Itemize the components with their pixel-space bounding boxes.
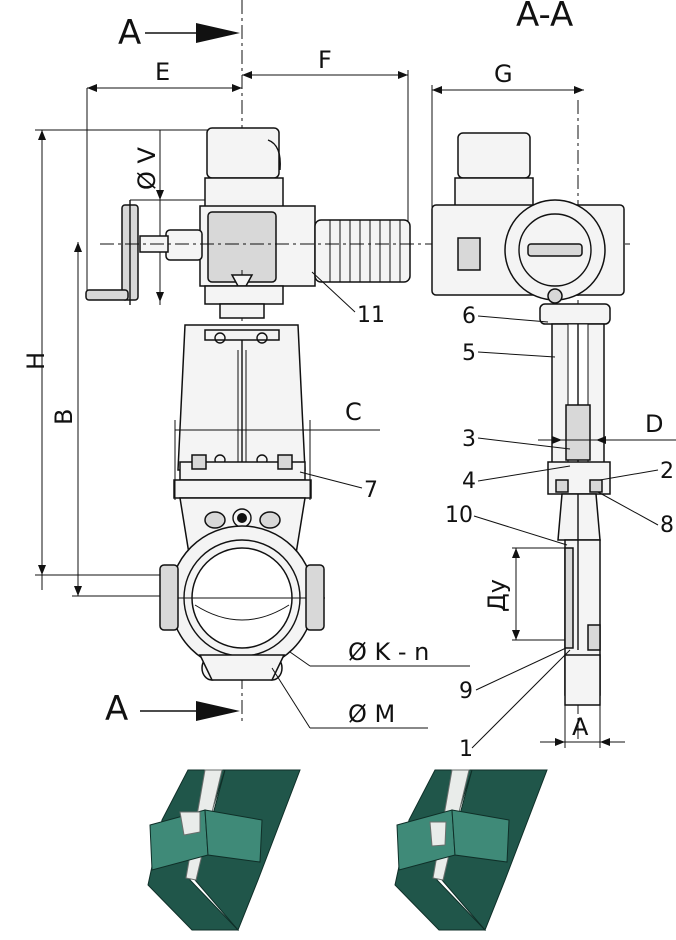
svg-text:3: 3 — [462, 427, 476, 452]
svg-text:Ø M: Ø M — [348, 700, 395, 728]
svg-text:A: A — [118, 13, 141, 53]
dim-M: Ø M — [271, 667, 428, 729]
side-yoke — [539, 303, 611, 495]
svg-text:B: B — [50, 409, 78, 425]
dim-F: F — [242, 46, 409, 225]
svg-text:A: A — [105, 689, 128, 729]
dim-K: Ø K - n — [289, 638, 470, 667]
section-mark-top: A — [118, 13, 240, 53]
dim-C: C — [345, 398, 362, 426]
svg-text:Ø V: Ø V — [133, 146, 161, 190]
svg-text:H: H — [22, 352, 50, 370]
svg-text:8: 8 — [660, 513, 674, 538]
callout-4: 4 — [462, 465, 571, 494]
callout-3: 3 — [462, 427, 571, 452]
dim-V: Ø V — [130, 130, 210, 305]
seat-cutaway-render-right — [394, 769, 548, 931]
dim-E: E — [86, 58, 242, 300]
callout-5: 5 — [462, 341, 556, 366]
callout-2: 2 — [599, 459, 674, 484]
svg-text:Ø K - n: Ø K - n — [348, 638, 429, 666]
front-yoke: C — [173, 324, 380, 500]
svg-text:1: 1 — [459, 737, 473, 762]
callout-9: 9 — [459, 647, 567, 704]
callout-8: 8 — [597, 491, 674, 538]
svg-text:9: 9 — [459, 679, 473, 704]
callout-10: 10 — [445, 503, 568, 546]
section-mark-bottom: A — [105, 689, 240, 729]
side-actuator — [431, 132, 625, 304]
svg-text:4: 4 — [462, 469, 476, 494]
svg-text:E: E — [155, 58, 170, 86]
callout-1: 1 — [459, 649, 571, 762]
front-actuator — [85, 127, 630, 319]
svg-text:A: A — [572, 713, 589, 741]
front-valve-body — [159, 497, 325, 681]
dim-D: D — [538, 410, 676, 444]
svg-text:10: 10 — [445, 503, 473, 528]
dim-G: G — [431, 60, 584, 215]
svg-text:6: 6 — [462, 304, 476, 329]
callout-11: 11 — [311, 271, 385, 328]
svg-text:11: 11 — [357, 303, 385, 328]
callout-7: 7 — [299, 471, 378, 503]
svg-text:F: F — [318, 46, 332, 74]
svg-text:7: 7 — [364, 478, 378, 503]
svg-text:Ду: Ду — [483, 579, 511, 612]
dim-A: A — [540, 700, 625, 748]
dim-DN: Ду — [483, 547, 565, 641]
seat-cutaway-render-left — [147, 769, 301, 931]
dim-B: B — [50, 242, 242, 597]
svg-text:G: G — [494, 60, 513, 88]
svg-text:D: D — [645, 410, 663, 438]
callout-6: 6 — [462, 304, 549, 329]
section-title: A-A — [516, 0, 573, 35]
side-valve-body — [557, 493, 601, 706]
svg-text:5: 5 — [462, 341, 476, 366]
svg-text:2: 2 — [660, 459, 674, 484]
